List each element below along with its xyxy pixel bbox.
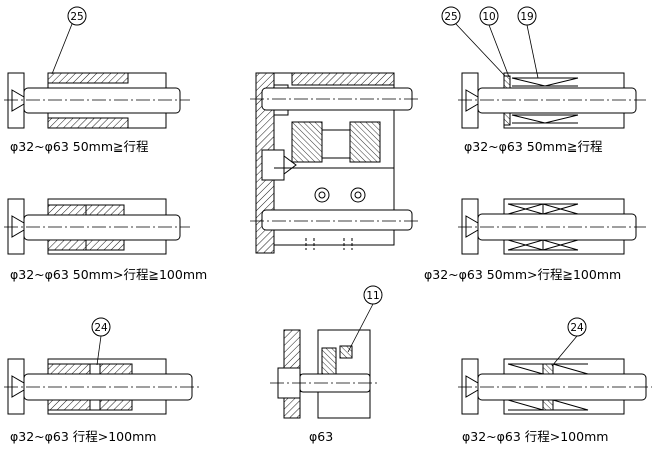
caption-bottom-left: φ32~φ63 行程>100mm bbox=[10, 429, 156, 444]
caption-top-left: φ32~φ63 50mm≧行程 bbox=[10, 139, 149, 154]
view-top-right bbox=[458, 72, 646, 129]
callout-11: 11 bbox=[347, 285, 383, 353]
callout-label: 19 bbox=[520, 11, 533, 23]
callout-label: 24 bbox=[94, 322, 108, 334]
callout-10: 10 bbox=[479, 6, 510, 78]
view-middle-left bbox=[4, 198, 190, 255]
callout-label: 25 bbox=[444, 11, 457, 23]
caption-middle-right: φ32~φ63 50mm>行程≧100mm bbox=[424, 267, 621, 282]
caption-center-bottom: φ63 bbox=[309, 429, 333, 444]
caption-bottom-right: φ32~φ63 行程>100mm bbox=[462, 429, 608, 444]
callout-label: 24 bbox=[570, 322, 584, 334]
view-bottom-left bbox=[4, 358, 200, 415]
view-bottom-right bbox=[458, 358, 652, 415]
callout-label: 25 bbox=[70, 11, 83, 23]
callout-24-bottom-left: 24 bbox=[91, 317, 111, 366]
view-middle-right bbox=[458, 198, 646, 255]
callout-24-bottom-right: 24 bbox=[551, 317, 587, 367]
callout-25-top-right: 25 bbox=[441, 6, 506, 77]
caption-middle-left: φ32~φ63 50mm>行程≧100mm bbox=[10, 267, 207, 282]
callout-label: 11 bbox=[366, 290, 379, 302]
view-top-left bbox=[4, 72, 190, 129]
callout-25-top-left: 25 bbox=[51, 6, 87, 75]
caption-top-right: φ32~φ63 50mm≧行程 bbox=[464, 139, 603, 154]
callout-19: 19 bbox=[517, 6, 539, 79]
callout-label: 10 bbox=[482, 11, 495, 23]
view-center-main bbox=[250, 72, 420, 254]
view-center-bottom bbox=[270, 329, 378, 419]
